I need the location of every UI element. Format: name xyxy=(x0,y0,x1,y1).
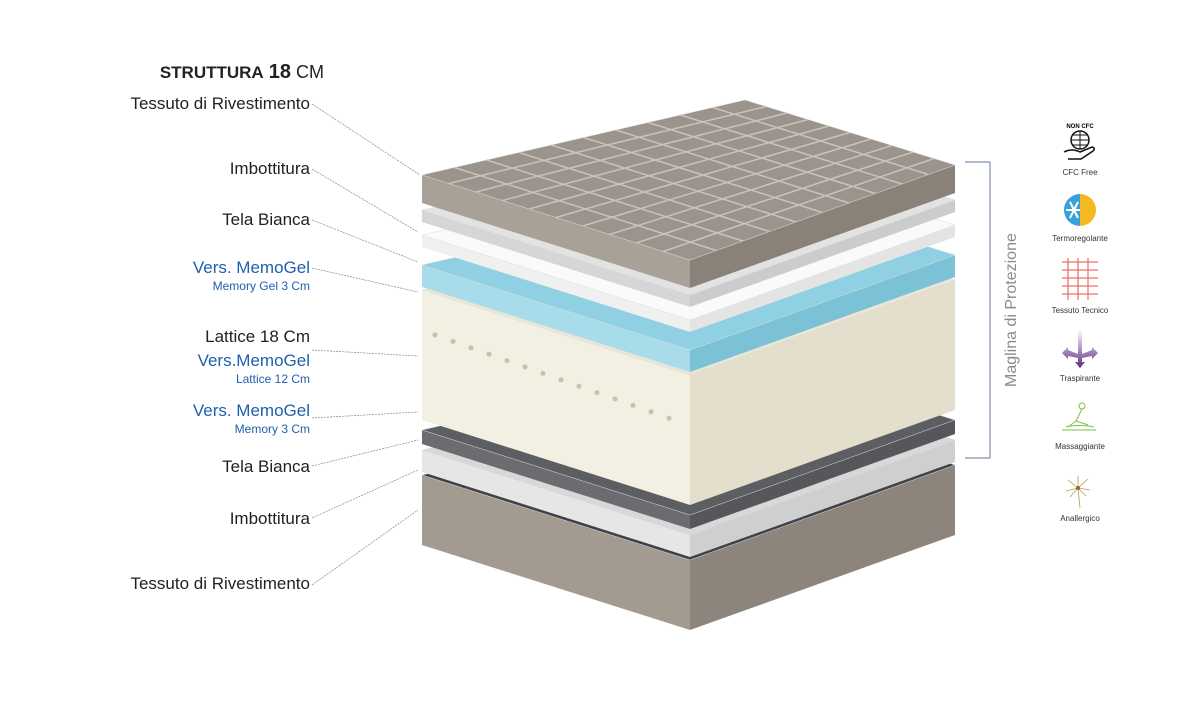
memogel-top-front-side xyxy=(422,265,690,372)
label-bottom-white-cloth: Tela Bianca xyxy=(222,457,310,476)
feature-label: Anallergico xyxy=(1060,514,1100,523)
feature-tessuto-tecnico: Tessuto Tecnico xyxy=(1045,256,1115,315)
feature-cfc-free: NON CFC CFC Free xyxy=(1045,120,1115,177)
quilt-line xyxy=(582,138,872,227)
feature-traspirante: Traspirante xyxy=(1045,330,1115,383)
quilt-line xyxy=(662,157,935,253)
latex-hole xyxy=(468,345,474,351)
leader-line xyxy=(311,439,419,467)
label-bottom-padding: Imbottitura xyxy=(229,509,310,528)
fabric-weave-icon xyxy=(1062,258,1098,300)
leader-line xyxy=(311,469,419,519)
top-cover-front-side xyxy=(422,175,690,288)
bottom-cloth-right-side xyxy=(690,420,955,529)
snow-sun-icon xyxy=(1064,194,1096,226)
latex-hole xyxy=(648,409,654,415)
memogel-top-right-side xyxy=(690,255,955,372)
latex-hole xyxy=(576,383,582,389)
dandelion-icon xyxy=(1065,476,1091,509)
label-bottom-cover: Tessuto di Rivestimento xyxy=(130,574,310,593)
feature-label: Termoregolante xyxy=(1052,234,1108,243)
bottom-padding-front-side xyxy=(422,450,690,557)
quilt-line xyxy=(555,131,851,219)
quilt-line xyxy=(609,144,893,236)
latex-hole xyxy=(504,358,510,364)
massage-icon xyxy=(1062,402,1096,431)
latex-hole xyxy=(432,332,438,338)
top-cloth-front-side xyxy=(422,235,690,332)
feature-label: Traspirante xyxy=(1059,374,1101,383)
quilt-line xyxy=(647,121,876,195)
leader-line xyxy=(311,103,421,176)
bottom-cover-front-side xyxy=(422,475,690,630)
label-top-white-cloth: Tela Bianca xyxy=(222,210,310,229)
protection-bracket xyxy=(965,161,991,459)
leader-line xyxy=(311,168,419,233)
label-latex: Lattice 18 Cm xyxy=(205,327,310,346)
feature-label: CFC Free xyxy=(1062,168,1098,177)
latex-hole xyxy=(540,370,546,376)
top-padding-right-side xyxy=(690,200,955,307)
bottom-cloth-front-side xyxy=(422,430,690,529)
quilt-line xyxy=(636,151,914,244)
feature-label: Massaggiante xyxy=(1055,442,1105,451)
leader-line xyxy=(311,411,419,419)
latex-hole xyxy=(450,338,456,344)
latex-hole xyxy=(666,415,672,421)
top-cover-right-side xyxy=(690,165,955,288)
feature-label: Tessuto Tecnico xyxy=(1051,306,1109,315)
top-cloth-right-side xyxy=(690,225,955,332)
latex-hole xyxy=(612,396,618,402)
leader-line xyxy=(311,219,419,263)
quilt-line xyxy=(680,114,903,185)
feature-massaggiante: Massaggiante xyxy=(1045,400,1115,451)
leader-line xyxy=(311,349,419,357)
latex-hole xyxy=(486,351,492,357)
airflow-arrows-icon xyxy=(1062,330,1098,368)
svg-text:NON CFC: NON CFC xyxy=(1066,124,1094,130)
feature-termoregolante: Termoregolante xyxy=(1045,190,1115,243)
structure-title: STRUTTURA 18 CM xyxy=(159,61,324,83)
leader-line xyxy=(311,509,419,586)
latex-hole xyxy=(594,390,600,396)
bottom-padding-right-side xyxy=(690,440,955,557)
label-top-cover: Tessuto di Rivestimento xyxy=(130,94,310,113)
leader-line xyxy=(311,267,419,293)
latex-hole xyxy=(630,402,636,408)
latex-hole xyxy=(558,377,564,383)
top-padding-front-side xyxy=(422,210,690,307)
quilt-line xyxy=(712,106,929,176)
quilt-line xyxy=(615,129,850,204)
latex-hole xyxy=(522,364,528,370)
label-top-padding: Imbottitura xyxy=(229,159,310,178)
latex-right-side xyxy=(690,280,955,505)
feature-anallergico: Anallergico xyxy=(1045,474,1115,523)
latex-front-side xyxy=(422,290,690,505)
bottom-cover-right-side xyxy=(690,465,955,630)
non-cfc-globe-icon: NON CFC xyxy=(1063,124,1096,160)
bracket-label: Maglina di Protezione xyxy=(1003,233,1020,387)
